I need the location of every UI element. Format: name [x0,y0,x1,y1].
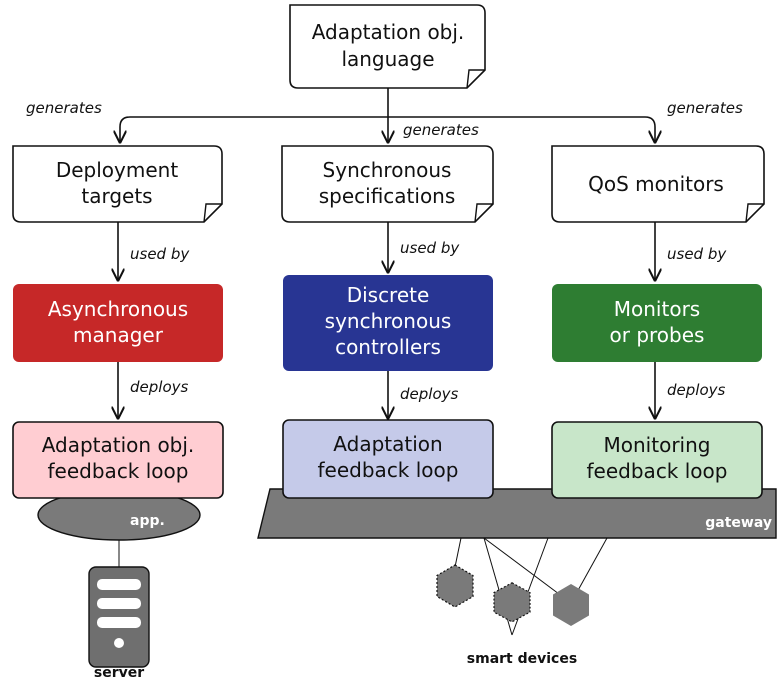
server-caption: server [94,665,144,679]
edge-label-deploys-center: deploys [400,385,458,403]
node-label-language-line1: Adaptation obj. [312,20,465,44]
node-label-monitors-probes-line2: or probes [610,323,705,347]
doc-node-sync-specs: Synchronous specifications [281,145,494,223]
node-label-deployment-targets-line1: Deployment [56,158,178,182]
node-label-discrete-controllers-line2: synchronous [325,309,452,333]
device-links [454,537,608,636]
edge-labels: generates generates generates used by us… [26,99,743,403]
node-label-monitoring-loop-line2: feedback loop [587,459,728,483]
gateway-platform: gateway [257,488,777,539]
node-label-language-line2: language [341,47,434,71]
node-label-async-manager-line2: manager [73,323,164,347]
node-label-async-manager-line1: Asynchronous [48,297,188,321]
edge-label-used-by-center: used by [400,239,460,257]
node-label-sync-specs-line1: Synchronous [323,158,452,182]
connector-generates-right [388,116,655,142]
device-hexagon-icon-1 [436,564,474,608]
edge-label-generates-center: generates [403,121,479,139]
smart-devices-caption: smart devices [467,651,577,667]
node-label-discrete-controllers-line1: Discrete [347,283,430,307]
edge-label-generates-right: generates [667,99,743,117]
app-platform: app. [37,489,201,541]
node-monitoring-loop: Monitoring feedback loop [551,421,763,499]
app-label: app. [130,513,165,529]
doc-node-language: Adaptation obj. language [289,4,486,89]
node-monitors-probes: Monitors or probes [552,284,762,362]
connectors [118,88,655,418]
connector-generates-left [120,116,388,142]
node-label-sync-specs-line2: specifications [319,184,456,208]
node-adapt-loop: Adaptation feedback loop [282,419,494,499]
edge-label-generates-left: generates [26,99,102,117]
doc-node-qos-monitors: QoS monitors [551,145,765,223]
edge-label-used-by-right: used by [667,245,727,263]
node-async-manager: Asynchronous manager [13,284,223,362]
node-label-monitoring-loop-line1: Monitoring [604,433,711,457]
node-label-qos-monitors: QoS monitors [588,172,724,196]
edge-label-used-by-left: used by [130,245,190,263]
gateway-label: gateway [705,515,772,531]
device-hexagon-icon-2 [553,584,589,626]
node-discrete-controllers: Discrete synchronous controllers [283,275,493,371]
smart-device-icons [436,564,589,626]
node-label-monitors-probes-line1: Monitors [614,297,700,321]
doc-node-deployment-targets: Deployment targets [12,145,223,223]
server-icon [88,566,150,668]
node-label-adapt-loop-line1: Adaptation [333,432,442,456]
node-label-discrete-controllers-line3: controllers [335,335,441,359]
node-adapt-obj-loop: Adaptation obj. feedback loop [12,421,224,499]
edge-label-deploys-right: deploys [667,381,725,399]
node-label-adapt-obj-loop-line2: feedback loop [48,459,189,483]
node-label-adapt-loop-line2: feedback loop [318,458,459,482]
node-label-adapt-obj-loop-line1: Adaptation obj. [42,433,195,457]
node-label-deployment-targets-line2: targets [81,184,152,208]
edge-label-deploys-left: deploys [130,378,188,396]
device-hexagon-icon-3 [493,582,531,623]
